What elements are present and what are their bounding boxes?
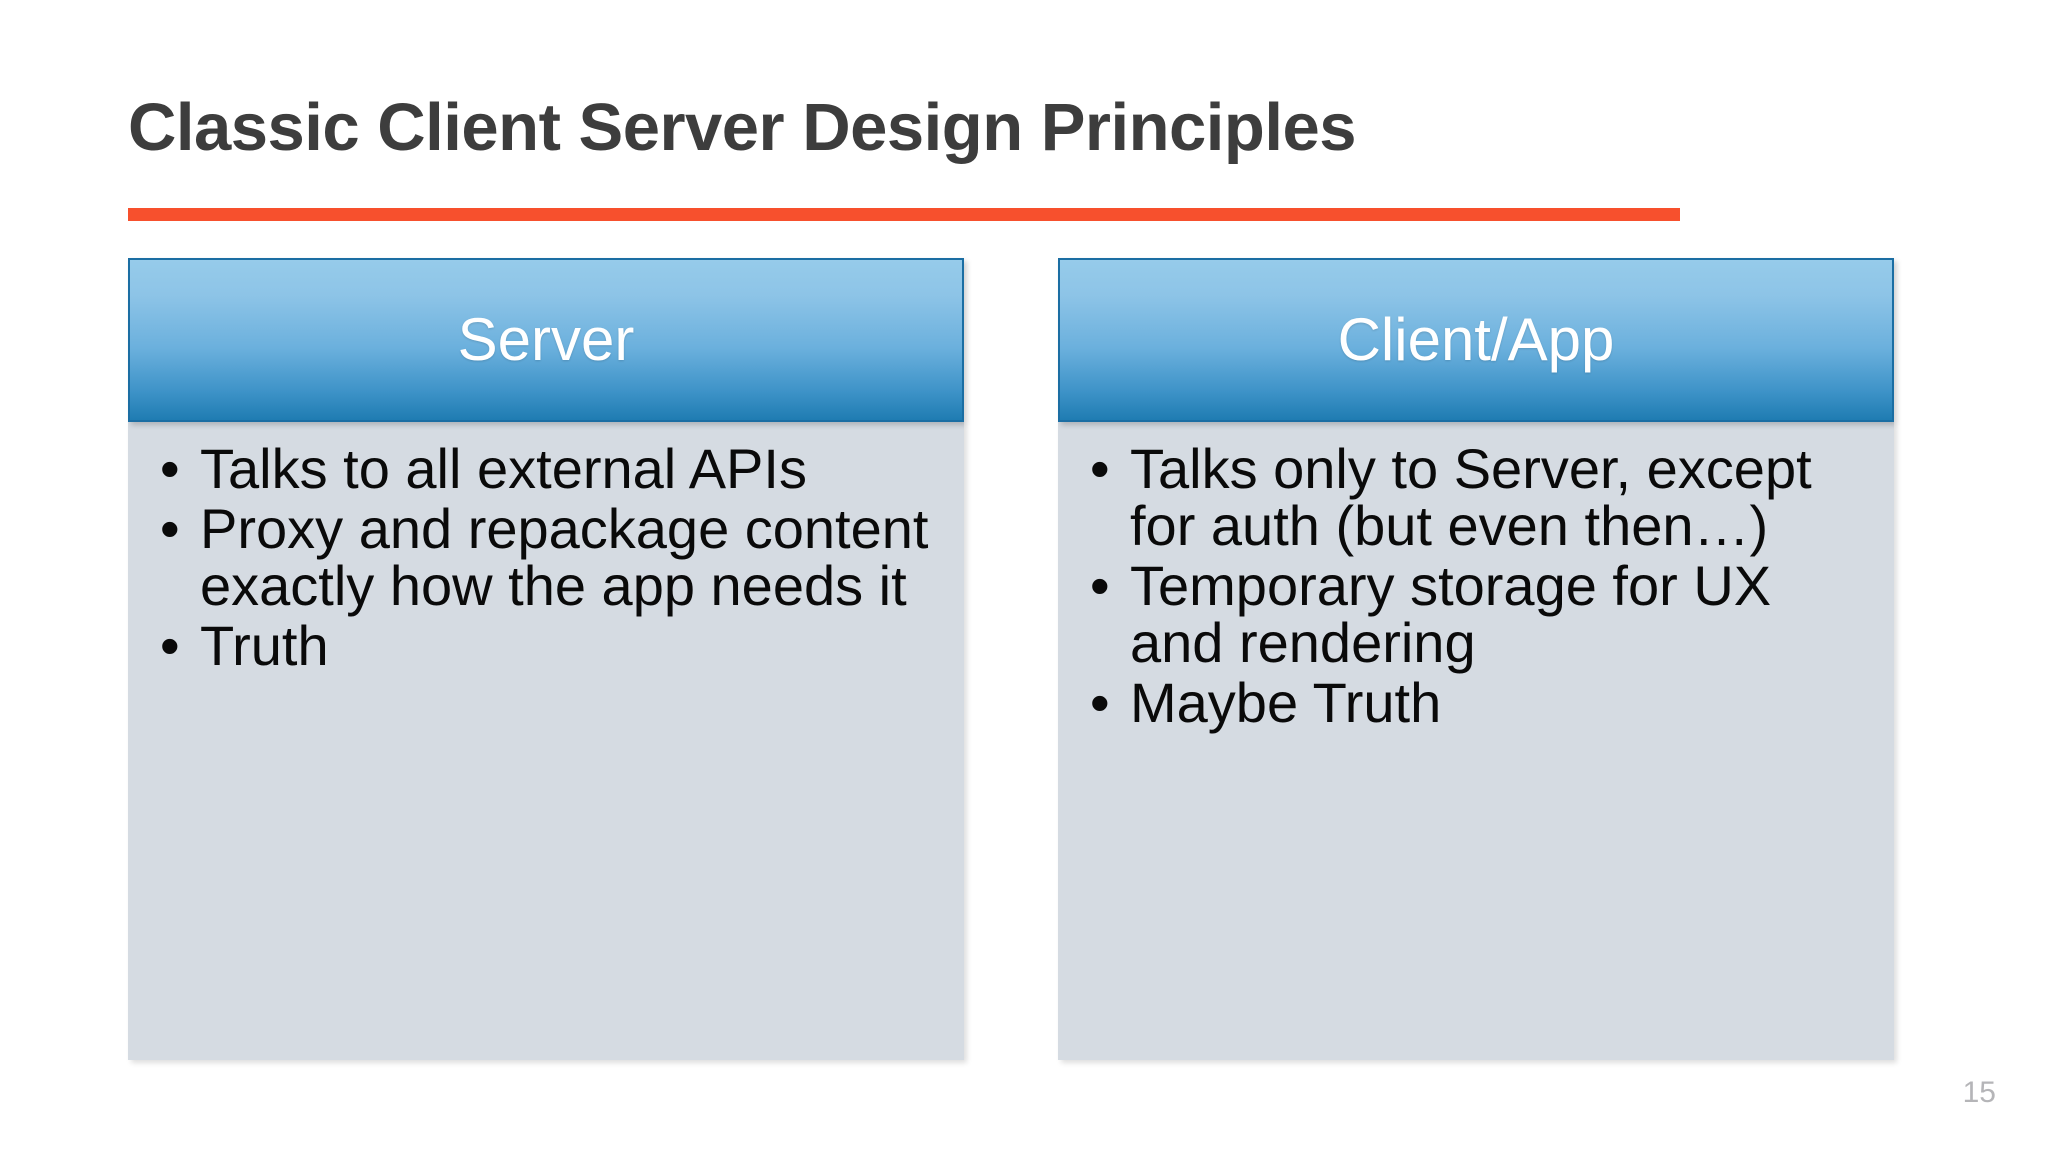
column-client-app-bullet-list: • Talks only to Server, except for auth … [1068,440,1868,732]
column-client-app: Client/App • Talks only to Server, excep… [1058,258,1894,1060]
page-title: Classic Client Server Design Principles [128,90,1356,165]
list-item-text: Temporary storage for UX and rendering [1130,554,1772,675]
list-item-text: Talks only to Server, except for auth (b… [1130,437,1812,558]
column-server-header-label: Server [457,306,635,373]
list-item: • Maybe Truth [1068,674,1868,731]
bullet-dot-icon: • [160,497,180,561]
bullet-dot-icon: • [1090,437,1110,500]
column-server: Server • Talks to all external APIs • Pr… [128,258,964,1060]
bullet-dot-icon: • [160,437,180,500]
list-item-text: Maybe Truth [1130,671,1442,735]
bullet-dot-icon: • [160,614,180,678]
list-item: • Talks to all external APIs [138,440,938,497]
list-item: • Temporary storage for UX and rendering [1068,557,1868,671]
list-item-text: Proxy and repackage content exactly how … [200,497,929,618]
title-accent-rule [128,208,1680,221]
column-server-header: Server [128,258,964,422]
bullet-dot-icon: • [1090,554,1110,618]
column-server-bullet-list: • Talks to all external APIs • Proxy and… [138,440,938,675]
column-client-app-body: • Talks only to Server, except for auth … [1058,422,1894,1060]
list-item-text: Talks to all external APIs [200,437,807,500]
column-server-body: • Talks to all external APIs • Proxy and… [128,422,964,1060]
list-item: • Proxy and repackage content exactly ho… [138,500,938,614]
list-item-text: Truth [200,614,329,678]
slide-number: 15 [1962,1076,1996,1109]
list-item: • Talks only to Server, except for auth … [1068,440,1868,554]
column-client-app-header-label: Client/App [1337,306,1615,373]
list-item: • Truth [138,617,938,674]
column-client-app-header: Client/App [1058,258,1894,422]
bullet-dot-icon: • [1090,671,1110,735]
